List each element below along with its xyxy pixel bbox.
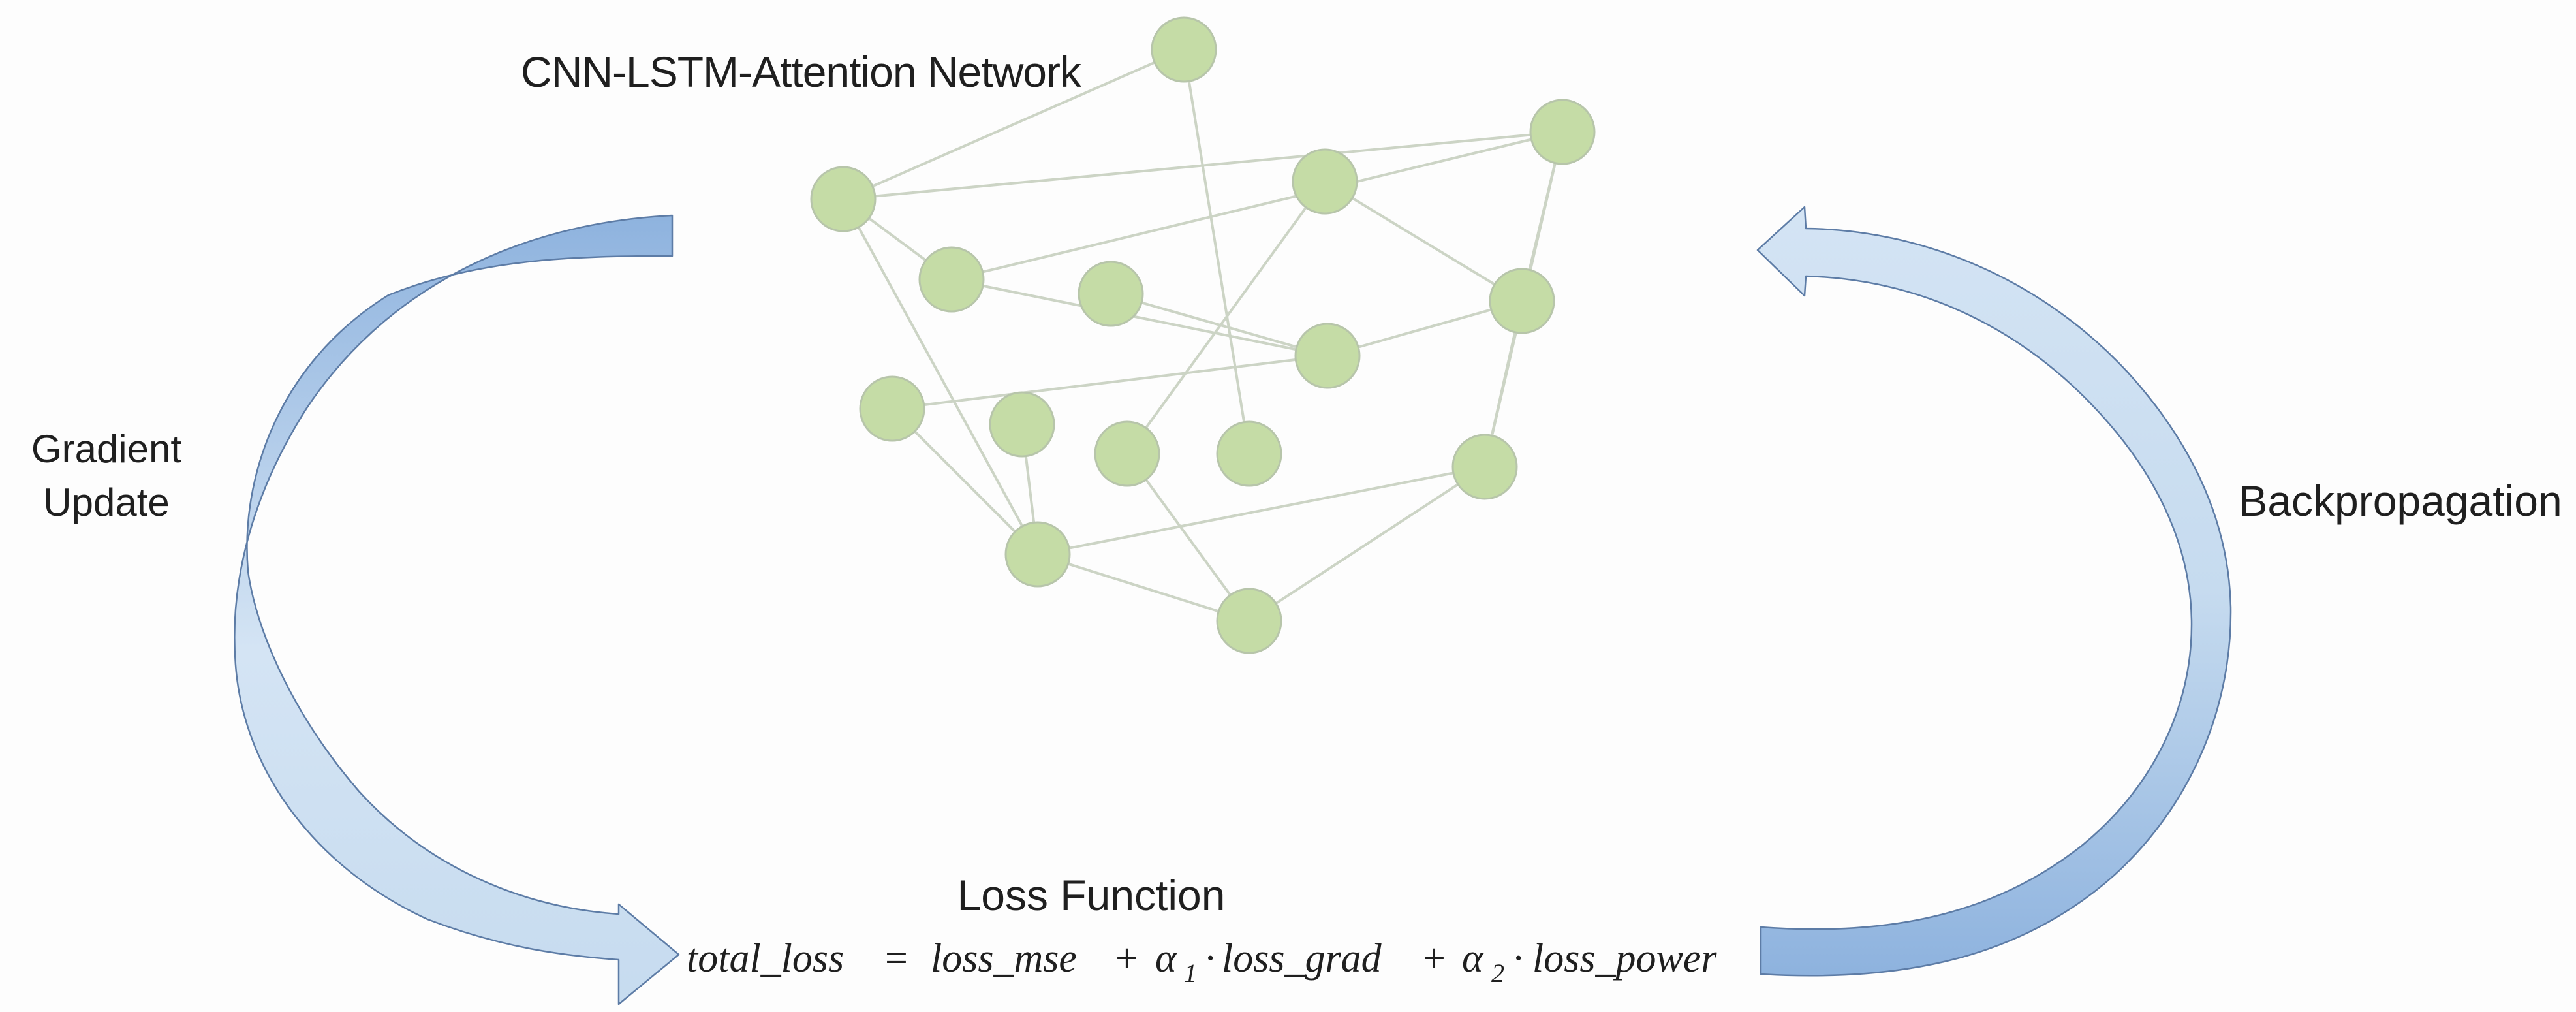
formula-plus1: + <box>1113 936 1140 981</box>
network-node <box>1216 420 1282 487</box>
network-node <box>1529 99 1596 165</box>
formula-sub1: 1 <box>1184 958 1197 988</box>
formula-dot1: · <box>1205 936 1215 981</box>
network-node <box>810 166 877 232</box>
backpropagation-label: Backpropagation <box>2239 477 2562 525</box>
network-edge <box>1036 466 1486 556</box>
network-edge <box>1110 293 1329 357</box>
formula-dot2: · <box>1513 936 1523 981</box>
formula-term2: loss_grad <box>1222 936 1382 981</box>
gradient-update-arrow <box>234 214 680 1005</box>
network-node <box>1292 148 1358 215</box>
gradient-update-label-line2: Update <box>43 481 169 524</box>
gradient-update-label-line1: Gradient <box>31 427 181 471</box>
network-node <box>918 246 985 313</box>
network-graph <box>810 16 1596 654</box>
formula-alpha1: α <box>1155 936 1177 981</box>
network-edge <box>950 131 1564 281</box>
network-edge <box>1248 466 1486 622</box>
network-node <box>1151 16 1217 83</box>
backpropagation-arrow <box>1756 206 2232 977</box>
network-edge <box>1326 300 1523 357</box>
network-node <box>1078 261 1144 327</box>
network-edge <box>1126 180 1326 455</box>
formula-term3: loss_power <box>1532 936 1717 981</box>
network-edge <box>842 198 1039 556</box>
network-node <box>1094 420 1160 487</box>
loss-formula: total_loss = loss_mse + α 1 · loss_grad … <box>687 936 1717 991</box>
loss-function-label: Loss Function <box>957 871 1226 919</box>
network-edge <box>842 131 1564 200</box>
network-edge <box>1126 452 1250 622</box>
formula-equals: = <box>882 936 910 981</box>
network-edge <box>1324 180 1523 302</box>
network-node <box>1489 268 1555 334</box>
network-node <box>989 391 1055 458</box>
network-edge <box>1036 553 1250 622</box>
formula-term1: loss_mse <box>931 936 1077 981</box>
formula-alpha2: α <box>1462 936 1484 981</box>
network-node <box>1004 521 1071 588</box>
formula-lhs: total_loss <box>687 936 844 981</box>
network-node <box>1294 323 1361 389</box>
formula-plus2: + <box>1420 936 1448 981</box>
network-edge <box>842 48 1185 200</box>
formula-sub2: 2 <box>1491 958 1504 988</box>
network-edge <box>891 355 1329 410</box>
network-edge <box>950 278 1329 357</box>
network-node <box>1451 434 1518 500</box>
network-node <box>859 375 925 442</box>
network-node <box>1216 588 1282 654</box>
network-edge <box>891 407 1039 556</box>
network-edge <box>1183 48 1250 455</box>
diagram-title: CNN-LSTM-Attention Network <box>521 48 1082 96</box>
